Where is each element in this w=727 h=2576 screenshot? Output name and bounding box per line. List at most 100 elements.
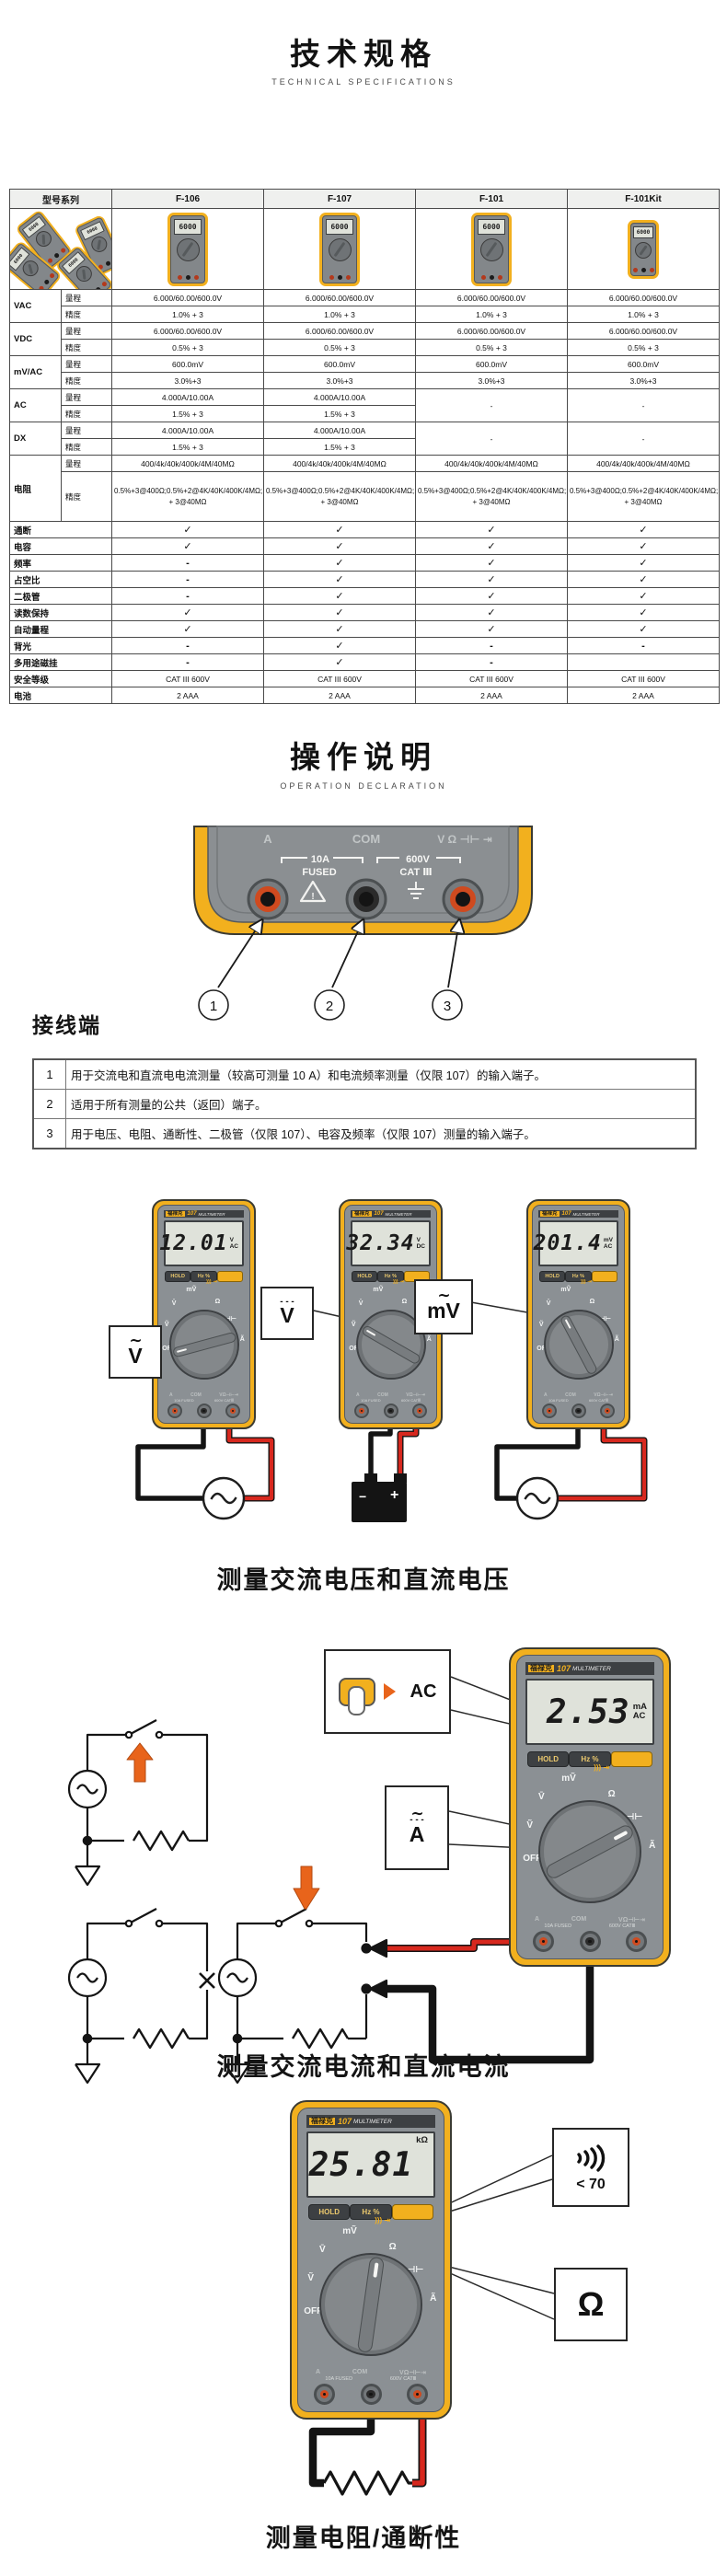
hold-button: HOLD [165,1271,191,1283]
callout-number-2: 2 [314,989,345,1021]
function-button [610,1751,652,1767]
page-subtitle: TECHNICAL SPECIFICATIONS [271,77,456,87]
hold-button: HOLD [539,1271,566,1283]
rotary-dial [538,1800,641,1904]
resistor-icon [322,2470,412,2496]
vac-tag-box: ∼ V [109,1325,162,1379]
circuit-metered [217,1866,372,2085]
row-label-ac: AC [9,388,62,422]
hz-percent-button: Hz % [565,1271,592,1283]
warning-triangle-icon: ! [299,880,327,903]
hz-percent-button: Hz % [190,1271,217,1283]
fluke-logo: 福禄克 [528,1663,554,1673]
fluke-logo: 福禄克 [309,2116,335,2126]
panel-jack-v [442,878,484,920]
ac-tilde-mark: ∼ [410,1804,423,1822]
row-label-dx: DX [9,422,62,456]
page-title: 技术规格 [290,37,437,71]
rotary-dial [319,2253,422,2357]
com-jack [571,1404,586,1418]
ac-button-callout: AC [324,1649,451,1734]
hz-percent-button: Hz % [377,1271,404,1283]
fluke-logo: 福禄克 [540,1211,560,1218]
panel-label-com: COM [352,832,380,846]
product-photo: 6000 [567,208,720,290]
panel-label-a: A [263,832,272,846]
terminals-title: 接线端 [32,1013,101,1037]
product-photo-row: 6000 6000 6000 6000 6000 6000 6000 6000 [9,208,720,290]
com-jack [383,1404,398,1418]
svg-text:!: ! [311,892,314,902]
volt-jack [225,1404,240,1418]
continuity-diode-icons: ))) ⇥ [393,1279,404,1286]
capacitor-icon: ⊣⊢ [599,1316,612,1323]
continuity-diode-icons: ))) ⇥ [206,1279,217,1286]
amp-jack [167,1404,182,1418]
function-button [391,2204,433,2220]
amp-jack [542,1404,557,1418]
panel-cat: CAT Ⅲ [399,867,432,878]
dc-dash-mark: - - - [280,1296,294,1307]
amp-jack [533,1931,554,1952]
model-header-f101kit: F-101Kit [567,189,720,209]
ac-source-icon [202,1476,246,1520]
dial-pointer [356,2256,386,2353]
volt-jack [412,1404,427,1418]
spec-header-row: 型号系列 F-106 F-107 F-101 F-101Kit [9,189,720,209]
capacitor-icon: ⊣⊢ [626,1811,643,1822]
continuity-beeper-callout: < 70 [552,2128,629,2207]
circuit-broken [67,1908,215,2085]
volt-jack [407,2384,428,2405]
circuit-open-switch [67,1719,209,1887]
panel-10a: 10A [311,854,329,865]
ohm-callout: Ω [554,2268,628,2341]
row-label-resistance: 电阻 [9,455,62,522]
rotary-dial [168,1310,239,1380]
hold-button: HOLD [527,1751,570,1767]
hold-button: HOLD [352,1271,378,1283]
dial-pointer [171,1331,237,1358]
hz-percent-button: Hz % [350,2204,392,2220]
capacitor-icon: ⊣⊢ [225,1316,237,1323]
com-jack [196,1404,212,1418]
svg-text:2: 2 [326,999,333,1014]
ground-icon [408,882,424,899]
battery-plus-label: + [390,1487,399,1503]
operation-title: 操作说明 [290,740,437,774]
amp-jack [354,1404,369,1418]
orange-arrow-icon [383,1683,404,1700]
fluke-logo: 福禄克 [166,1211,185,1218]
panel-fused: FUSED [302,867,336,878]
backlight-button [216,1271,243,1283]
product-cluster-photo: 6000 6000 6000 6000 [9,208,112,290]
row-label-vac: VAC [9,289,62,323]
dial-pointer [559,1313,598,1376]
panel-jack-com [345,878,387,920]
callout-number-1: 1 [198,989,229,1021]
product-photo: 6000 [263,208,416,290]
current-diagram-wiring [67,1676,643,2085]
battery-icon [352,1473,407,1522]
product-photo: 6000 [415,208,568,290]
continuity-diode-icons: ))) ⇥ [581,1279,592,1286]
jack-panel-illustration: A COM V Ω ⊣⊢ ⇥ 10A FUSED 600V CAT Ⅲ ! [193,826,533,1021]
rotary-dial [355,1310,426,1380]
volt-jack [626,1931,647,1952]
com-jack [360,2384,382,2405]
backlight-button [591,1271,617,1283]
ac-tilde-mark: ∼ [437,1286,450,1304]
